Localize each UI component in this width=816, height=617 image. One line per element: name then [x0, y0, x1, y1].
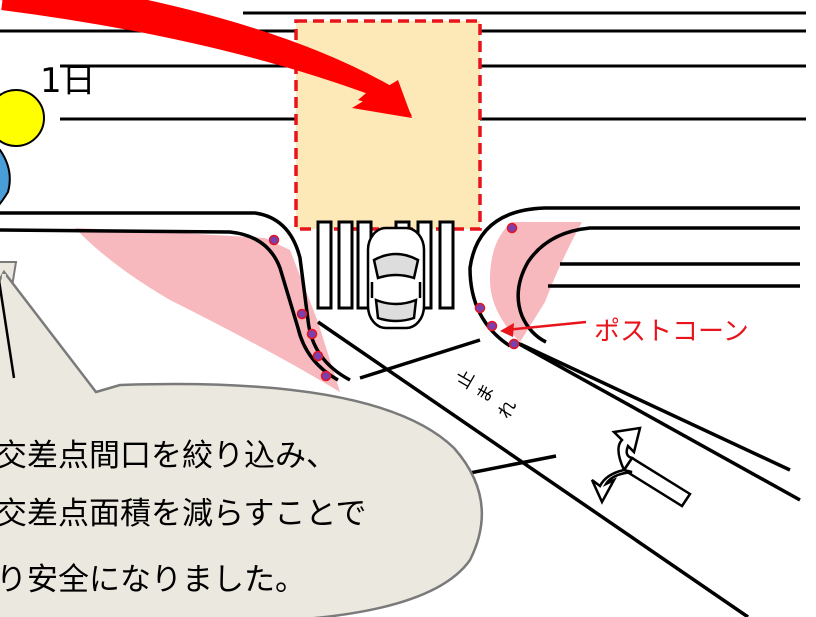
bubble-seam [0, 273, 6, 385]
left-curb-outer [0, 211, 351, 382]
post-cone-icon [306, 328, 318, 340]
stop-line-upper [359, 338, 481, 380]
post-cone-icon [268, 234, 280, 246]
left-curb-shading [75, 228, 340, 392]
right-curb-shading [490, 222, 582, 342]
bubble-line-2: 交差点面積を減らすことで [0, 496, 366, 532]
stop-char-3: れ [494, 396, 521, 422]
stop-char-2: ま [472, 380, 499, 406]
car-icon [366, 226, 426, 330]
bubble-line-3: り安全になりました。 [0, 562, 306, 598]
post-cone-icon [320, 370, 332, 382]
blue-circle [0, 149, 11, 206]
post-cone-icon [486, 320, 498, 332]
diagonal-road-right-edge [511, 338, 801, 502]
callout-fragment-top: 1日 [40, 61, 96, 101]
right-curb-inner [516, 226, 800, 344]
red-curved-arrow [0, 0, 412, 116]
crosswalk-stripe [438, 220, 455, 310]
yellow-circle [0, 89, 45, 147]
red-arrow-shaft [1, 0, 383, 98]
diagonal-road [317, 320, 801, 617]
red-arrow-head [352, 80, 412, 118]
narrowed-intersection-area [294, 19, 482, 231]
stop-road-marking: 止 ま れ [452, 366, 521, 422]
post-cone-icon [508, 338, 520, 350]
post-cone-pointer-head [500, 323, 514, 337]
stop-char-1: 止 [452, 366, 479, 392]
bubble-line-1: 交差点間口を絞り込み、 [0, 438, 337, 474]
direction-arrow-icon [590, 426, 692, 508]
post-cone-icon [474, 302, 486, 314]
post-cone-label: ポストコーン [594, 317, 749, 347]
left-curb-inner [0, 228, 339, 382]
post-cone-pointer-line [505, 320, 587, 332]
left-road-edges [0, 211, 351, 382]
post-cone-icon [312, 350, 324, 362]
crosswalk-stripe [337, 220, 354, 310]
post-cone-icon [506, 222, 518, 234]
callout-bubble [0, 269, 484, 617]
post-cone-icon [296, 308, 308, 320]
lane-line [519, 342, 791, 472]
diagonal-road-left-edge [317, 320, 749, 617]
post-cones [268, 222, 520, 382]
crosswalk-stripe [316, 220, 333, 310]
bubble-divider [0, 278, 16, 379]
